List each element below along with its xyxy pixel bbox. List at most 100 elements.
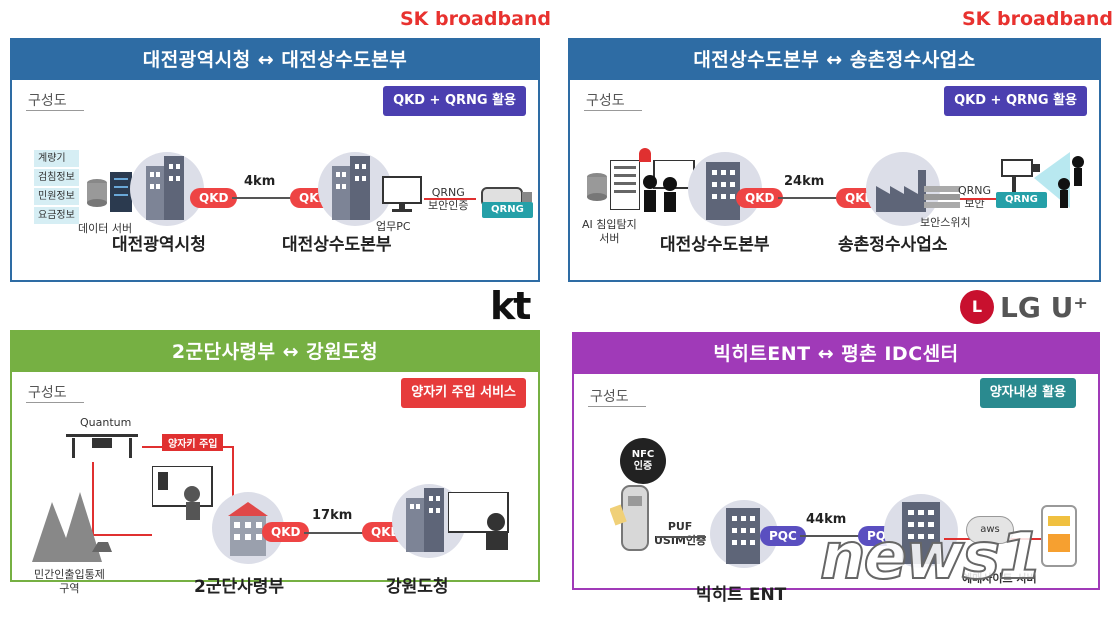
inject-tag: 양자키 주입 (162, 434, 224, 451)
lgu-logo-icon: L (960, 290, 994, 324)
nfc-bubble: NFC 인증 (620, 438, 666, 484)
puf-line (656, 536, 706, 538)
news1-watermark-text: news1 (819, 519, 1044, 595)
database-icon (587, 173, 607, 201)
kt-logo: kt (490, 284, 531, 328)
sk-logo-text: SK broadband (400, 8, 552, 30)
panel-header: 대전광역시청 ↔ 대전상수도본부 (12, 40, 538, 80)
site-label: 예매사이트 서버 (962, 572, 1037, 585)
server-label: 데이터 서버 (78, 222, 133, 235)
info-list: 계량기 검침정보 민원정보 요금정보 (34, 150, 79, 224)
idc-building-icon (902, 502, 940, 564)
phone-icon (610, 485, 649, 551)
qkd-tag-left: QKD (262, 522, 310, 542)
building-icon (146, 156, 184, 220)
qkd-tag-left: QKD (190, 188, 238, 208)
qrng-tag: QRNG (482, 202, 533, 218)
switch-icon (924, 186, 960, 208)
link-line (304, 532, 364, 534)
distance-label: 44km (806, 512, 847, 527)
node-label-left: 2군단사령부 (194, 577, 285, 597)
distance-label: 24km (784, 174, 825, 189)
sk-logo-text-2: SK broadband (962, 8, 1114, 30)
qrng-arrow (424, 198, 476, 200)
building-icon (726, 508, 760, 564)
tech-badge: 양자키 주입 서비스 (401, 378, 526, 408)
ai-server-label: AI 침입탐지 서버 (582, 218, 637, 245)
qrng-tag: QRNG (996, 192, 1047, 208)
info-item: 요금정보 (34, 207, 79, 224)
panel-subtitle: 구성도 (590, 389, 629, 405)
tech-badge: 양자내성 활용 (979, 378, 1076, 408)
panel-body: 구성도 QKD + QRNG 활용 계량기 검침정보 민원정보 요금정보 데이터… (12, 80, 538, 280)
distance-label: 17km (312, 508, 353, 523)
distance-label: 4km (244, 174, 276, 189)
building-icon (406, 488, 444, 552)
panel-header: 빅히트ENT ↔ 평촌 IDC센터 (574, 334, 1098, 374)
building-icon (706, 162, 740, 220)
node-label-right: 송촌정수사업소 (838, 235, 948, 255)
panel-body: 구성도 양자키 주입 서비스 Quantum 양자키 주입 민간인출입통제 구역… (12, 372, 538, 597)
inject-line-bottom (92, 534, 152, 536)
qrng-arrow (960, 198, 1000, 200)
sk-broadband-logo-2: SK broadband (962, 8, 1113, 30)
site-phone-icon (1041, 505, 1077, 567)
panel-daejeon-city: 대전광역시청 ↔ 대전상수도본부 구성도 QKD + QRNG 활용 계량기 검… (10, 38, 540, 282)
info-item: 민원정보 (34, 188, 79, 205)
qrng-label: QRNG 보안인증 (428, 186, 469, 212)
panel-header: 2군단사령부 ↔ 강원도청 (12, 332, 538, 372)
puf-label: PUF USIM인증 (654, 520, 707, 547)
hq-building-icon (228, 502, 268, 556)
node-label-left: 대전상수도본부 (660, 235, 770, 255)
drone-icon (66, 434, 138, 458)
news1-watermark: news1 (819, 519, 1044, 595)
inject-line-vertical (92, 462, 94, 536)
subtitle-divider (26, 402, 84, 403)
camera-icon (1001, 159, 1040, 194)
area-label: 민간인출입통제 구역 (34, 568, 105, 595)
link-line (232, 197, 294, 199)
panel-body: 구성도 QKD + QRNG 활용 AI 침입탐지 서버 QKD 24km QK… (570, 80, 1099, 280)
server-rack-icon (610, 160, 640, 210)
switch-label: 보안스위치 (920, 216, 971, 229)
factory-icon (876, 170, 926, 212)
panel-subtitle: 구성도 (28, 385, 67, 401)
subtitle-divider (588, 406, 646, 407)
kt-logo-text: kt (490, 284, 531, 328)
panel-songchon: 대전상수도본부 ↔ 송촌정수사업소 구성도 QKD + QRNG 활용 AI 침… (568, 38, 1101, 282)
server-icon (110, 172, 132, 212)
inject-line-right (232, 446, 234, 502)
node-label-left: 빅히트 ENT (696, 585, 787, 605)
link-line (778, 197, 838, 199)
panel-subtitle: 구성도 (28, 93, 67, 109)
cloud-label: aws (980, 524, 1000, 535)
monitor-icon (382, 176, 422, 212)
panel-bighit: 빅히트ENT ↔ 평촌 IDC센터 구성도 양자내성 활용 NFC 인증 PUF… (572, 332, 1100, 605)
cloud-icon: aws (966, 516, 1014, 544)
subtitle-divider (26, 110, 84, 111)
node-label-left: 대전광역시청 (112, 235, 206, 255)
subtitle-divider (584, 110, 642, 111)
qrng-label: QRNG 보안 (958, 184, 992, 210)
lgu-logo: L LG U⁺ (960, 290, 1088, 324)
camera-view-icon (1034, 152, 1084, 208)
tech-badge: QKD + QRNG 활용 (383, 86, 526, 116)
tech-badge: QKD + QRNG 활용 (944, 86, 1087, 116)
alarm-icon (639, 148, 651, 162)
nfc-label: NFC 인증 (631, 449, 655, 472)
panel-subtitle: 구성도 (586, 93, 625, 109)
operator-icon (448, 492, 509, 550)
drone-label: Quantum (80, 416, 132, 429)
database-icon (87, 179, 107, 207)
control-room-icon (152, 466, 213, 520)
panel-body: 구성도 양자내성 활용 NFC 인증 PUF USIM인증 PQC 44km P… (574, 374, 1098, 605)
info-item: 검침정보 (34, 169, 79, 186)
mountain-icon (32, 492, 112, 562)
pc-label: 업무PC (376, 220, 411, 233)
panel-gangwon: 2군단사령부 ↔ 강원도청 구성도 양자키 주입 서비스 Quantum 양자키… (10, 330, 540, 597)
link-line (800, 535, 860, 537)
building-icon (332, 156, 370, 220)
panel-header: 대전상수도본부 ↔ 송촌정수사업소 (570, 40, 1099, 80)
info-item: 계량기 (34, 150, 79, 167)
sk-broadband-logo: SK broadband (400, 8, 551, 30)
